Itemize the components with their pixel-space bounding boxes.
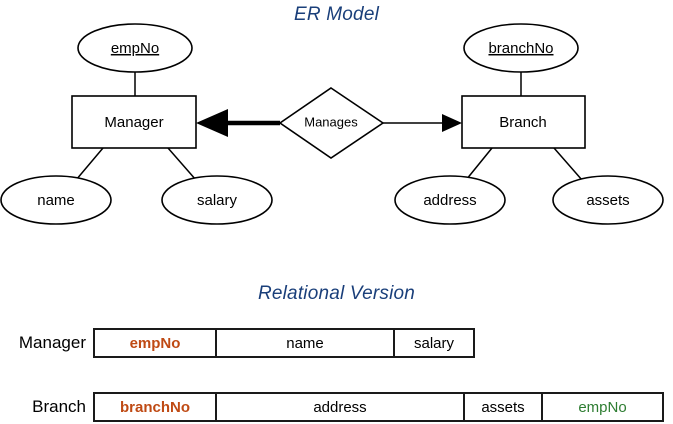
relation-manager-name: Manager xyxy=(18,333,86,352)
attribute-salary-ellipse[interactable] xyxy=(161,175,273,225)
attribute-salary-label: salary xyxy=(197,192,238,209)
attribute-address-ellipse[interactable] xyxy=(394,175,506,225)
edge-manager-salary xyxy=(167,147,197,181)
relation-branch-cell-assets[interactable]: assets xyxy=(465,394,543,420)
attribute-assets-label: assets xyxy=(586,192,629,209)
relation-manager-cell-name[interactable]: name xyxy=(217,330,395,356)
attribute-assets-ellipse[interactable] xyxy=(552,175,664,225)
attribute-name-label: name xyxy=(37,192,75,209)
relation-manager-cell-empno[interactable]: empNo xyxy=(95,330,217,356)
attribute-address-label: address xyxy=(423,192,476,209)
relationship-manages-diamond[interactable] xyxy=(278,87,385,159)
relation-branch-cell-branchno[interactable]: branchNo xyxy=(95,394,217,420)
attribute-branchno-label: branchNo xyxy=(488,40,553,57)
relation-manager-cell-salary[interactable]: salary xyxy=(413,334,454,352)
arrowhead-manager-icon xyxy=(196,109,228,137)
relation-branch-table: branchNo address assets empNo xyxy=(93,392,664,422)
attribute-name-ellipse[interactable] xyxy=(0,175,112,225)
relation-branch-name: Branch xyxy=(32,397,86,416)
relation-manager: Manager empNo name salary xyxy=(0,328,475,358)
attribute-empno-label: empNo xyxy=(111,40,159,57)
relation-branch-cell-address[interactable]: address xyxy=(217,394,465,420)
relation-branch: Branch branchNo address assets empNo xyxy=(0,392,664,422)
relational-version-title: Relational Version xyxy=(257,283,416,304)
entity-branch-box[interactable] xyxy=(461,95,586,149)
entity-branch-label: Branch xyxy=(499,114,547,131)
entity-manager-label: Manager xyxy=(104,114,163,131)
attribute-branchno-ellipse[interactable] xyxy=(463,23,579,73)
relation-branch-cell-empno[interactable]: empNo xyxy=(578,398,627,416)
edge-branch-assets xyxy=(553,147,583,181)
relationship-manages-label: Manages xyxy=(304,114,358,129)
arrowhead-branch-icon xyxy=(442,114,462,132)
attribute-empno-ellipse[interactable] xyxy=(77,23,193,73)
er-diagram: Manager Branch Manages empNo branchNo na… xyxy=(0,23,664,225)
edge-branch-address xyxy=(465,147,493,181)
relation-manager-table: empNo name salary xyxy=(93,328,475,358)
edge-manager-name xyxy=(75,147,104,181)
entity-manager-box[interactable] xyxy=(71,95,197,149)
er-model-title: ER Model xyxy=(293,4,380,25)
